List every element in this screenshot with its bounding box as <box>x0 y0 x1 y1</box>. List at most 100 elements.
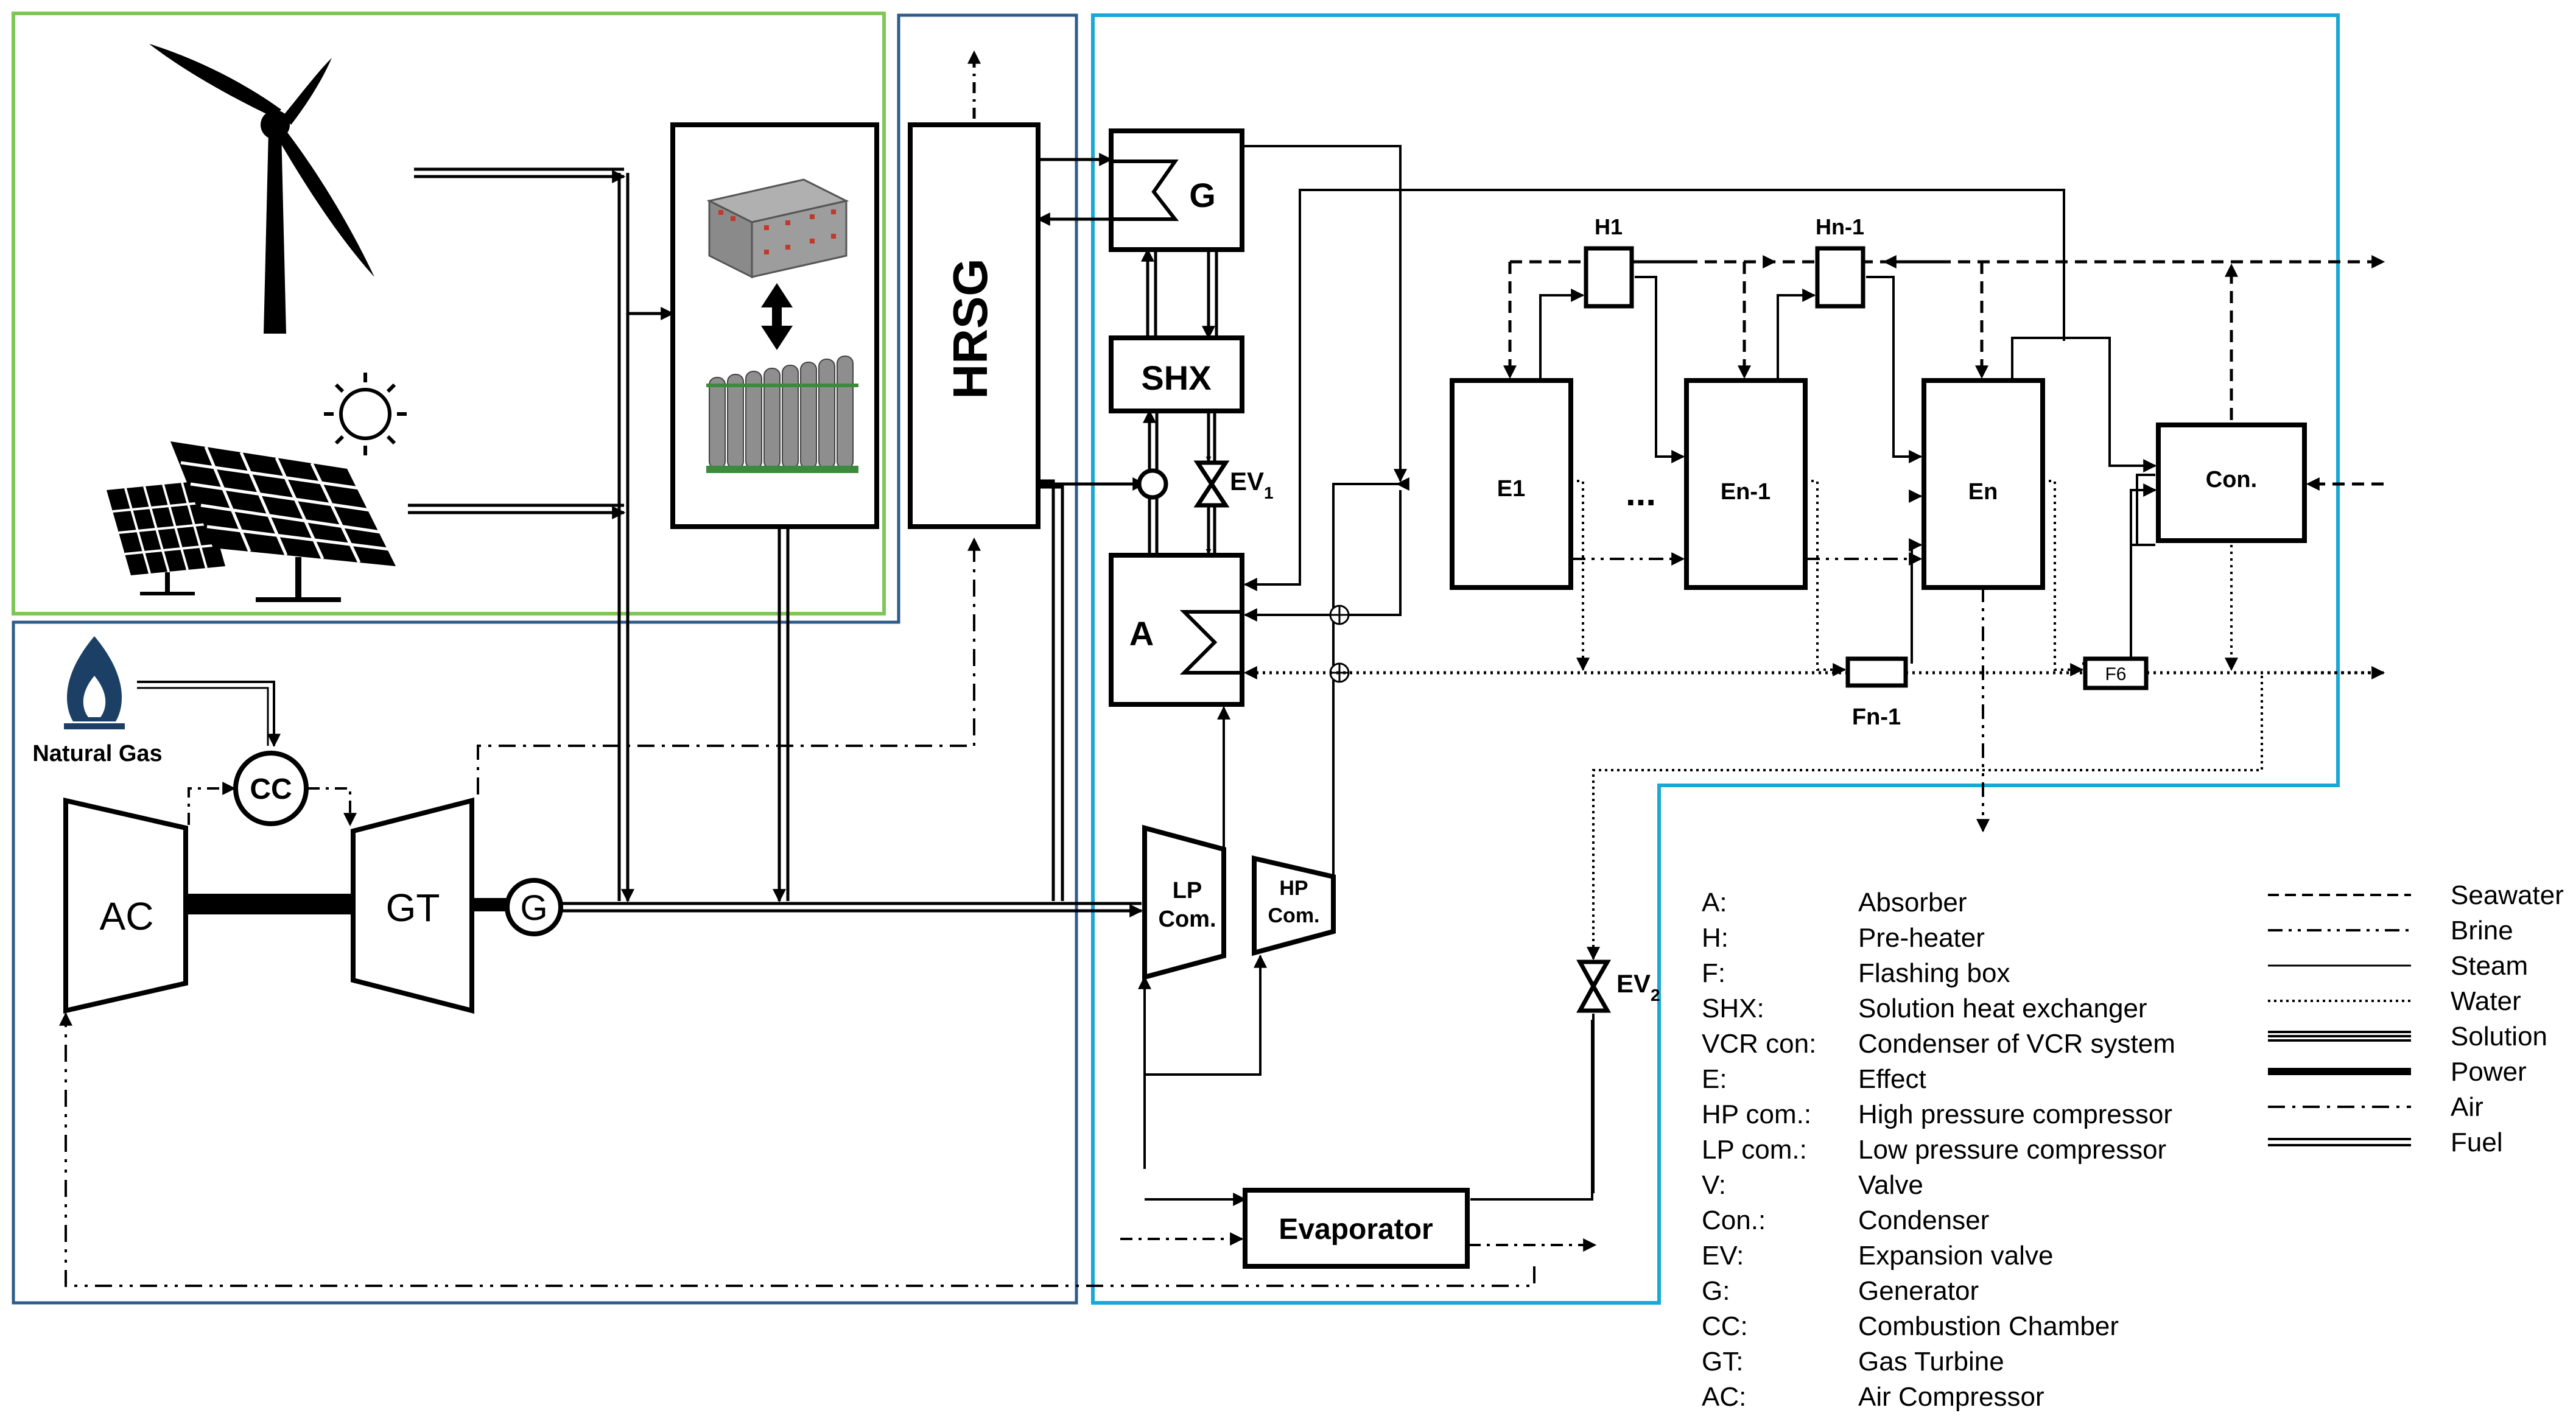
abbreviation-term: VCR con: <box>1702 1029 1816 1059</box>
abbreviation-term: F: <box>1702 958 1725 988</box>
generator-coil-icon <box>1111 160 1179 221</box>
abbreviation-term: CC: <box>1702 1311 1748 1341</box>
air-return-line <box>59 1012 1535 1287</box>
cc-label: CC <box>250 773 292 805</box>
shaft-gt-g <box>472 898 508 911</box>
abbreviation-row: A: Absorber <box>1702 888 1967 917</box>
pump-icon <box>1137 468 1168 500</box>
fuel-line <box>137 681 281 748</box>
abbreviation-description: Generator <box>1858 1276 1979 1306</box>
preheater-hn1 <box>1815 246 1865 309</box>
shx-pump-lines <box>1143 409 1159 554</box>
effect-steam-lines <box>1539 190 2157 665</box>
gas-turbine <box>351 797 474 1014</box>
en1-label: En-1 <box>1721 479 1771 505</box>
effect-e1 <box>1450 378 1573 590</box>
gas-turbine-region <box>12 13 1078 1305</box>
abbreviation-term: G: <box>1702 1276 1730 1306</box>
renewable-region <box>12 12 886 616</box>
shx-ev1-lines <box>1206 411 1216 555</box>
abbreviation-description: Condenser <box>1858 1205 1989 1235</box>
abbreviation-description: Effect <box>1858 1064 1926 1094</box>
abbreviation-term: H: <box>1702 923 1728 953</box>
line-legend-label: Water <box>2451 986 2521 1016</box>
abbreviation-term: V: <box>1702 1170 1726 1200</box>
vapor-to-absorber <box>1243 490 1402 622</box>
water-drop-lines <box>1576 480 2238 676</box>
shx-box <box>1109 335 1244 413</box>
evaporator-label: Evaporator <box>1279 1213 1433 1246</box>
abbreviation-description: Gas Turbine <box>1858 1347 2004 1377</box>
abbreviation-term: A: <box>1702 888 1727 917</box>
abbreviation-description: Absorber <box>1858 888 1967 917</box>
lp-compressor <box>1142 824 1226 981</box>
condensate-to-ev2 <box>1587 676 2263 961</box>
line-legend-label: Fuel <box>2451 1128 2503 1157</box>
line-legend-label: Brine <box>2451 916 2513 945</box>
line-legend-label: Seawater <box>2451 880 2564 910</box>
gt-exhaust-air-line <box>477 537 981 794</box>
generator-g-label: G <box>1189 176 1216 214</box>
shx-label: SHX <box>1141 359 1211 397</box>
lp-com-label-2: Com. <box>1159 907 1216 932</box>
line-legend-row: Steam <box>2268 951 2528 981</box>
line-legend-label: Solution <box>2451 1022 2547 1051</box>
evaporator-box <box>1243 1188 1470 1269</box>
brine-lines <box>1571 552 1990 833</box>
hydrogen-cylinders-icon <box>706 356 858 473</box>
line-legend-label: Power <box>2451 1057 2527 1087</box>
line-legend-row: Brine <box>2268 916 2513 945</box>
abbreviation-term: AC: <box>1702 1382 1746 1412</box>
storage-output-line <box>773 527 790 903</box>
f6-label: F6 <box>2105 664 2126 684</box>
abbreviation-description: High pressure compressor <box>1858 1100 2172 1129</box>
abbreviation-row: SHX:Solution heat exchanger <box>1702 994 2147 1023</box>
ev1-label: EV1 <box>1230 467 1274 502</box>
line-legend-row: Fuel <box>2268 1128 2503 1157</box>
generator-g-box <box>1109 128 1244 252</box>
condenser-box <box>2156 423 2307 543</box>
hrsg-label: HRSG <box>943 258 997 399</box>
ac-label: AC <box>100 894 154 938</box>
sun-icon <box>324 373 407 455</box>
vcr-steam-lines <box>1138 477 1593 1206</box>
abbreviation-description: Low pressure compressor <box>1858 1135 2166 1165</box>
ev2-label: EV2 <box>1616 969 1660 1005</box>
abbreviation-description: Solution heat exchanger <box>1858 994 2147 1023</box>
abbreviation-row: V:Valve <box>1702 1170 1923 1200</box>
abbreviation-row: F:Flashing box <box>1702 958 2010 988</box>
abbreviation-description: Air Compressor <box>1858 1382 2044 1412</box>
h1-label: H1 <box>1595 214 1623 239</box>
natural-gas-flame-icon <box>64 636 125 729</box>
fn1-label: Fn-1 <box>1852 704 1901 730</box>
natural-gas-label: Natural Gas <box>32 741 162 766</box>
battery-rack-icon <box>706 178 849 279</box>
line-legend-row: Water <box>2268 986 2521 1016</box>
steam-g-to-e1 <box>1242 145 1407 483</box>
con-label: Con. <box>2206 467 2257 493</box>
absorber-box <box>1109 553 1244 707</box>
abbreviation-description: Condenser of VCR system <box>1858 1029 2175 1059</box>
solar-panel-icon <box>107 441 396 602</box>
hrsg-power-lines <box>1038 477 1146 901</box>
abbreviation-row: LP com.:Low pressure compressor <box>1702 1135 2166 1165</box>
line-legend-row: Air <box>2268 1092 2483 1122</box>
absorber-label: A <box>1129 614 1154 653</box>
ev1-valve-icon <box>1193 460 1230 508</box>
main-power-bus <box>561 902 1143 917</box>
preheater-h1 <box>1584 246 1634 309</box>
line-legend-row: Power <box>2268 1057 2527 1087</box>
line-legend-row: Seawater <box>2268 880 2564 910</box>
abbreviation-row: AC: Air Compressor <box>1702 1382 2044 1412</box>
wind-turbine-icon <box>149 44 374 334</box>
flashing-box-f6 <box>2083 656 2149 690</box>
gt-generator <box>505 878 563 936</box>
bidirectional-arrow-icon <box>761 283 793 350</box>
hrsg-box <box>908 122 1041 529</box>
hp-com-label-2: Com. <box>1268 904 1320 927</box>
abbreviation-row: HP com.:High pressure compressor <box>1702 1100 2172 1129</box>
shaft-ac-gt <box>186 894 353 914</box>
abbreviation-row: G: Generator <box>1702 1276 1979 1306</box>
line-legend-label: Air <box>2451 1092 2483 1122</box>
